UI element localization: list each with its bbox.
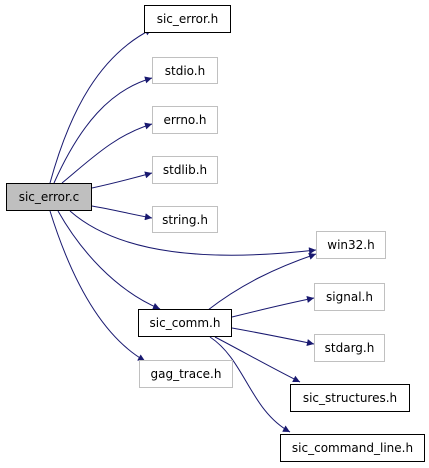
node-sic-structures-h[interactable]: sic_structures.h (290, 384, 410, 412)
node-sic-comm-h[interactable]: sic_comm.h (138, 309, 232, 337)
edge-sic_comm_h-stdarg_h (231, 327, 315, 347)
node-gag-trace-h[interactable]: gag_trace.h (139, 360, 233, 388)
node-stdlib-h[interactable]: stdlib.h (152, 156, 218, 184)
edge-sic_error_c-stdlib_h (91, 171, 153, 189)
edge-sic_error_c-stdio_h (53, 76, 153, 184)
node-stdarg-h[interactable]: stdarg.h (314, 334, 385, 362)
node-sic-error-h[interactable]: sic_error.h (144, 5, 231, 33)
edge-sic_error_c-string_h (91, 205, 153, 221)
node-sic-error-c[interactable]: sic_error.c (6, 183, 92, 211)
node-signal-h[interactable]: signal.h (314, 283, 385, 311)
node-win32-h[interactable]: win32.h (316, 231, 386, 259)
node-stdio-h[interactable]: stdio.h (152, 57, 218, 84)
edge-sic_error_c-win32_h (69, 210, 317, 256)
edge-sic_comm_h-signal_h (231, 295, 315, 318)
edge-sic_comm_h-win32_h (207, 252, 317, 311)
edge-sic_comm_h-sic_structures_h (214, 336, 301, 383)
edge-sic_error_c-gag_trace_h (49, 210, 146, 362)
edge-sic_error_c-sic_comm_h (57, 210, 161, 310)
edge-sic_error_c-errno_h (61, 122, 153, 184)
node-sic-command-line-h[interactable]: sic_command_line.h (280, 434, 425, 462)
node-errno-h[interactable]: errno.h (152, 106, 218, 134)
node-string-h[interactable]: string.h (152, 206, 218, 233)
edge-sic_comm_h-sic_command_line_h (209, 336, 291, 433)
edge-sic_error_c-sic_error_h (49, 28, 153, 184)
